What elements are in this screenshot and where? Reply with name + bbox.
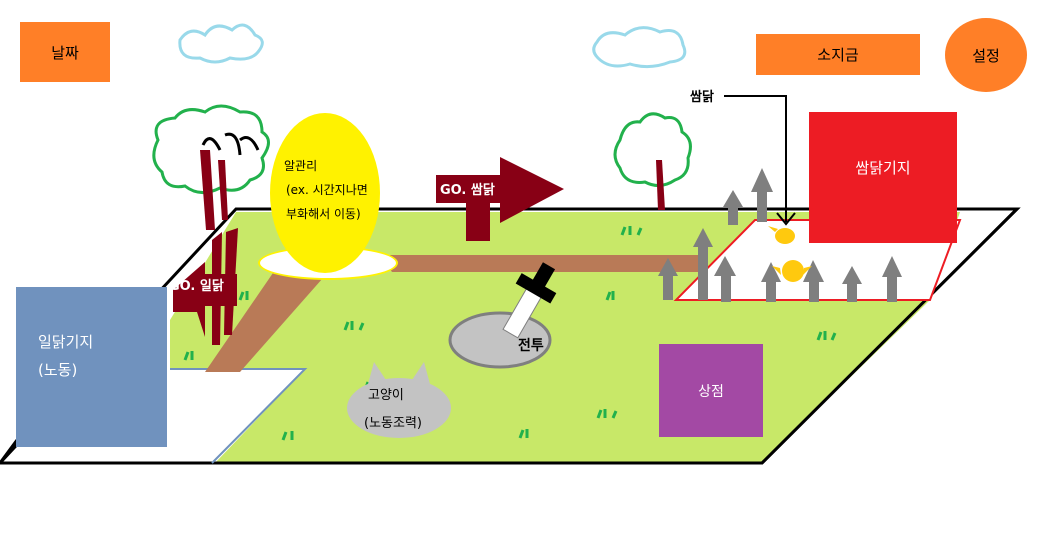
cat-title: 고양이 bbox=[368, 388, 404, 403]
settings-button[interactable]: 설정 bbox=[945, 18, 1027, 92]
tree-left bbox=[152, 104, 270, 230]
date-button[interactable]: 날짜 bbox=[20, 22, 110, 82]
work-chicken-base[interactable]: 일닭기지 (노동) bbox=[16, 287, 167, 447]
cat-icon bbox=[347, 362, 451, 438]
shop-button[interactable]: 상점 bbox=[659, 344, 763, 437]
go-fight-label: GO. 쌈닭 bbox=[440, 183, 495, 198]
arrow-right-icon bbox=[436, 157, 564, 241]
work-base-label-line2: (노동) bbox=[38, 361, 78, 379]
fence-posts bbox=[658, 168, 902, 302]
egg-title: 알관리 bbox=[284, 159, 318, 173]
egg-desc-line1: (ex. 시간지나면 bbox=[286, 183, 368, 197]
chick-icon-2 bbox=[772, 260, 812, 282]
shop-label: 상점 bbox=[698, 383, 724, 400]
battle-circle bbox=[448, 311, 552, 369]
sword-icon bbox=[502, 262, 557, 339]
arrow-left-icon bbox=[173, 262, 237, 337]
dirt-path bbox=[380, 255, 700, 272]
date-label: 날짜 bbox=[51, 43, 79, 62]
money-button[interactable]: 소지금 bbox=[756, 34, 920, 75]
go-fight-sign[interactable]: GO. 쌈닭 bbox=[436, 157, 564, 241]
egg-manage-button[interactable]: 알관리 (ex. 시간지나면 부화해서 이동) bbox=[270, 113, 380, 273]
egg-desc-line2: 부화해서 이동) bbox=[286, 207, 361, 221]
chick-pointer-label: 쌈닭 bbox=[690, 90, 714, 105]
money-label: 소지금 bbox=[817, 46, 859, 64]
cloud-left bbox=[178, 23, 264, 64]
fight-base-label: 쌈닭기지 bbox=[855, 159, 911, 177]
go-work-label: GO. 일닭 bbox=[169, 279, 224, 294]
cat-desc: (노동조력) bbox=[364, 416, 422, 431]
chick-pointer-line bbox=[724, 95, 787, 222]
work-base-label-line1: 일닭기지 bbox=[38, 333, 94, 351]
settings-label: 설정 bbox=[972, 46, 1000, 65]
cloud-right bbox=[592, 26, 687, 69]
go-work-sign[interactable]: GO. 일닭 bbox=[165, 252, 240, 342]
cat-helper[interactable]: 고양이 (노동조력) bbox=[346, 362, 452, 440]
tree-right bbox=[613, 112, 692, 210]
battle-button[interactable]: 전투 bbox=[518, 338, 544, 354]
fight-chicken-base[interactable]: 쌈닭기지 bbox=[809, 112, 957, 243]
chick-icon-1 bbox=[768, 226, 795, 244]
